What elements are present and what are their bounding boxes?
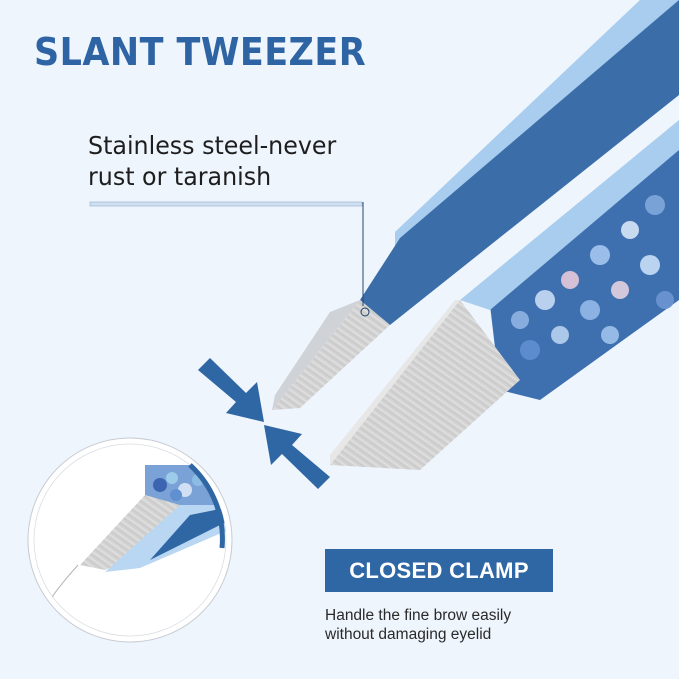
caption-line-1: Handle the fine brow easily [325, 607, 512, 624]
caption-line-2: without damaging eyelid [325, 626, 492, 643]
arrow-pointing-up-left-icon [264, 425, 330, 489]
callout-line-2: rust or taranish [88, 162, 272, 191]
page-title: SLANT TWEEZER [34, 30, 367, 74]
callout-line-1: Stainless steel-never [88, 131, 337, 160]
callout-text: Stainless steel-never rust or taranish [88, 130, 336, 192]
feature-badge: CLOSED CLAMP [325, 549, 553, 592]
feature-caption: Handle the fine brow easily without dama… [325, 606, 511, 644]
arrow-pointing-down-right-icon [198, 358, 264, 422]
tweezer-upper-arm [272, 0, 679, 410]
callout-leader-line [89, 201, 364, 306]
tweezer-lower-arm [330, 120, 679, 470]
zoom-circle-inset [27, 437, 233, 643]
